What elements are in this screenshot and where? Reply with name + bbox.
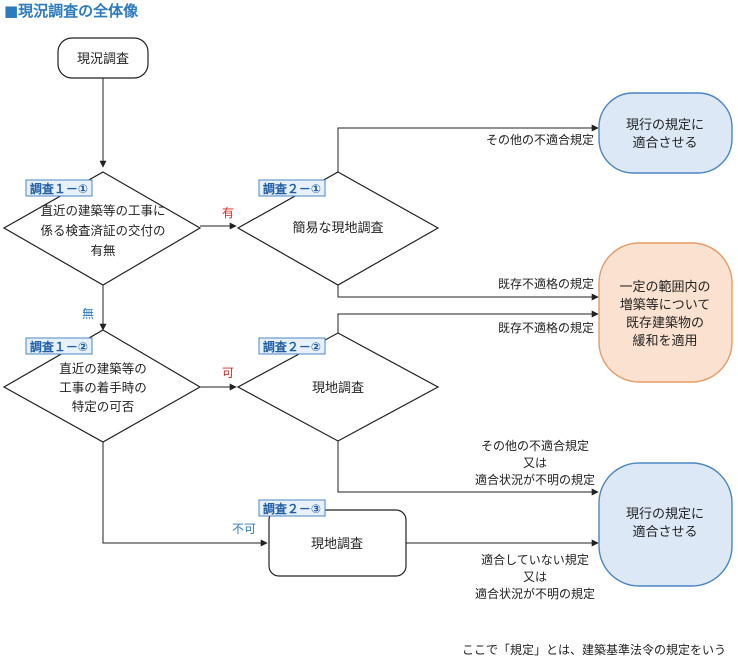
q2-2-label: 現地調査	[312, 381, 364, 396]
svg-text:一定の範囲内の: 一定の範囲内の	[619, 279, 710, 295]
edge-q22-mid	[337, 310, 599, 333]
q1-2-line-2: 工事の着手時の	[59, 380, 147, 395]
label-other-nonconform: その他の不適合規定	[486, 132, 594, 147]
q1-2-line-3: 特定の可否	[72, 399, 135, 414]
q1-1-line-1: 直近の建築等の工事に	[40, 203, 165, 218]
tag-q2-3: 調査２－③	[258, 499, 326, 517]
label-impossible: 不可	[232, 522, 256, 536]
label-existing-2: 既存不適格の規定	[498, 320, 594, 335]
connectors	[99, 78, 599, 547]
tag-q1-2: 調査１－②	[25, 337, 93, 355]
label-no: 無	[82, 306, 94, 321]
svg-text:その他の不適合規定: その他の不適合規定	[481, 438, 589, 453]
q1-1-line-3: 有無	[90, 243, 115, 258]
result-mid: 一定の範囲内の 増築等について 既存建築物の 緩和を適用	[598, 242, 733, 383]
start-label: 現況調査	[77, 52, 129, 67]
svg-text:適合状況が不明の規定: 適合状況が不明の規定	[475, 472, 595, 487]
edge-q21-mid	[337, 285, 599, 301]
svg-text:調査１－①: 調査１－①	[30, 181, 88, 196]
edge-q22-bottom	[337, 441, 599, 496]
svg-text:緩和を適用: 緩和を適用	[632, 333, 697, 349]
decision-q2-1: 簡易な現地調査	[236, 171, 440, 286]
q1-1-line-2: 係る検査済証の交付の	[40, 223, 165, 238]
q2-3-label: 現地調査	[311, 537, 363, 552]
svg-text:又は: 又は	[523, 456, 547, 470]
svg-text:調査２－②: 調査２－②	[263, 339, 321, 354]
q2-1-label: 簡易な現地調査	[292, 221, 383, 236]
label-mid-block: その他の不適合規定 又は 適合状況が不明の規定	[475, 438, 595, 487]
result-bottom: 現行の規定に 適合させる	[598, 462, 733, 587]
svg-text:適合状況が不明の規定: 適合状況が不明の規定	[475, 586, 595, 601]
label-existing-1: 既存不適格の規定	[498, 276, 594, 291]
svg-text:現行の規定に: 現行の規定に	[626, 118, 704, 133]
label-bottom-block: 適合していない規定 又は 適合状況が不明の規定	[475, 552, 595, 601]
svg-text:調査２－③: 調査２－③	[263, 501, 321, 516]
label-yes: 有	[222, 206, 234, 220]
svg-text:適合させる: 適合させる	[632, 135, 697, 151]
tag-q2-2: 調査２－②	[258, 337, 326, 355]
svg-text:適合させる: 適合させる	[632, 524, 697, 540]
decision-q2-2: 現地調査	[236, 332, 440, 442]
q1-2-line-1: 直近の建築等の	[59, 361, 147, 376]
page-title: ■現況調査の全体像	[4, 2, 139, 20]
decision-q1-1: 直近の建築等の工事に 係る検査済証の交付の 有無	[2, 171, 202, 286]
svg-text:適合していない規定: 適合していない規定	[481, 552, 589, 567]
edge-q21-top	[337, 124, 599, 172]
svg-text:調査２－①: 調査２－①	[263, 181, 321, 196]
tag-q2-1: 調査２－①	[258, 179, 326, 197]
tag-q1-1: 調査１－①	[25, 179, 93, 197]
svg-text:又は: 又は	[523, 570, 547, 584]
edge-q12-q23	[102, 442, 268, 547]
svg-text:増築等について: 増築等について	[620, 297, 711, 313]
start-node: 現況調査	[57, 37, 149, 79]
process-q2-3: 現地調査	[268, 509, 407, 577]
label-possible: 可	[222, 366, 234, 380]
svg-text:調査１－②: 調査１－②	[30, 339, 88, 354]
svg-text:現行の規定に: 現行の規定に	[626, 507, 704, 522]
decision-q1-2: 直近の建築等の 工事の着手時の 特定の可否	[2, 329, 202, 443]
footer-note: ここで「規定」とは、建築基準法令の規定をいう	[462, 642, 726, 657]
result-top: 現行の規定に 適合させる	[598, 92, 733, 174]
svg-text:既存建築物の: 既存建築物の	[626, 316, 704, 331]
